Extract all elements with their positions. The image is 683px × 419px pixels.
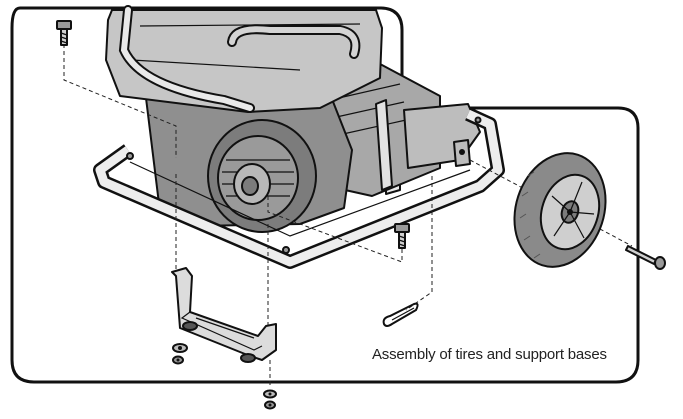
generator <box>93 5 505 269</box>
wheel <box>513 152 607 268</box>
nut-washer-bottom <box>263 389 277 410</box>
nut-washer-left <box>172 343 188 365</box>
diagram-caption: Assembly of tires and support bases <box>372 346 607 363</box>
cotter-pin <box>382 302 419 327</box>
frame-front-post <box>375 99 393 191</box>
axle-bolt <box>625 245 666 270</box>
diagram-border <box>10 6 640 384</box>
bolt-top-left <box>56 20 72 46</box>
bolt-right <box>394 223 410 249</box>
recoil-starter <box>207 119 317 233</box>
support-base <box>171 267 277 363</box>
